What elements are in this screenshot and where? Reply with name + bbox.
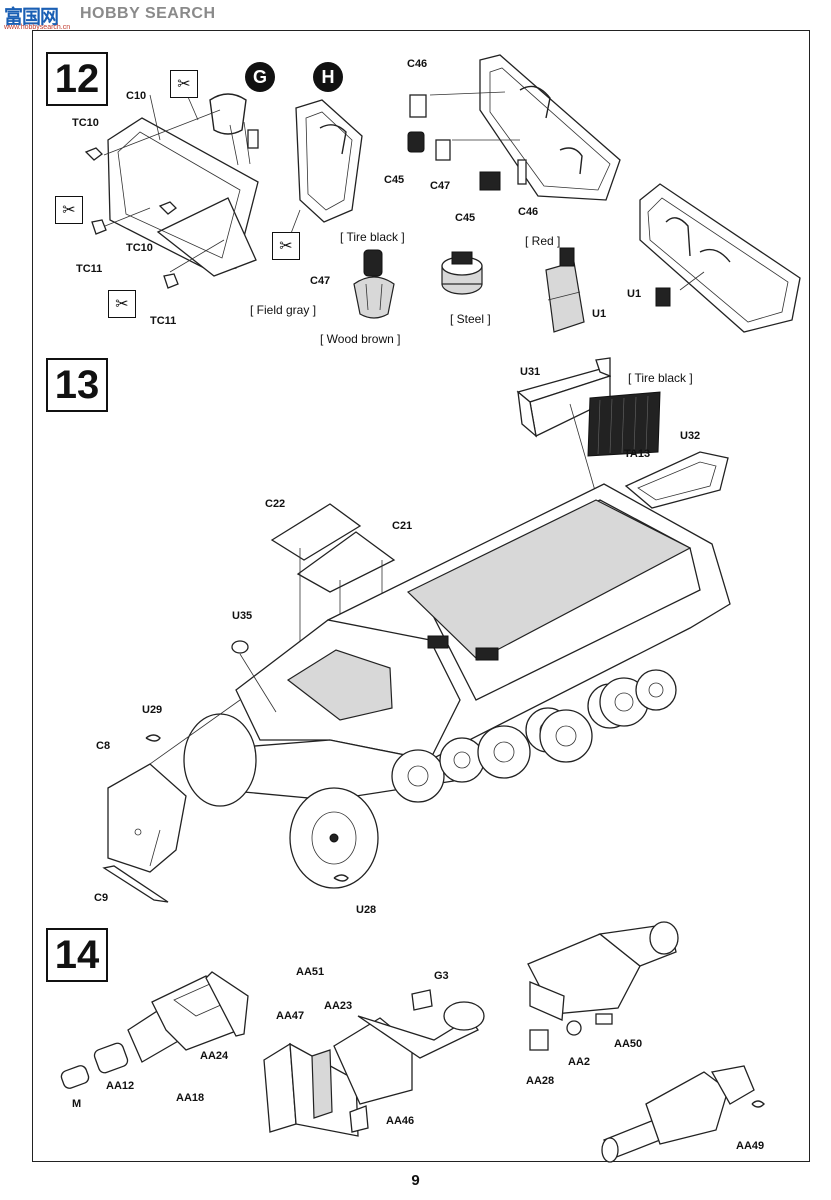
label-u29: U29	[142, 704, 163, 716]
label-c10: C10	[126, 90, 147, 102]
step12-canister-u1	[545, 247, 585, 333]
step13-front-wheel	[183, 713, 379, 889]
step-number-13: 13	[46, 358, 108, 412]
label-tc11: TC11	[76, 263, 103, 275]
step12-steel-part-c45	[441, 251, 483, 295]
paint-tire-black: [ Tire black ]	[628, 371, 693, 385]
scissors-crossed-icon: ✂	[170, 70, 198, 98]
step13-tire-strip-ta13	[569, 391, 661, 509]
label-aa24: AA24	[200, 1050, 229, 1062]
step12-seat-cushion-c47	[353, 249, 395, 319]
step13-small-parts	[145, 640, 349, 882]
step12-upper-right-panel	[407, 54, 621, 201]
step12-hinge-parts	[84, 147, 179, 289]
step12-far-right-panel	[639, 183, 801, 333]
label-aa49: AA49	[736, 1140, 765, 1152]
marker-g: G	[245, 62, 275, 92]
label-aa23: AA23	[324, 1000, 353, 1012]
label-u32: U32	[680, 430, 701, 442]
step13-ammo-bin-u31	[516, 357, 612, 438]
step13-hatch-c22-c21	[270, 503, 396, 700]
label-aa28: AA28	[526, 1075, 555, 1087]
label-tc10: TC10	[72, 117, 99, 129]
step13-halftrack-hull	[229, 483, 731, 801]
step13-front-armor-c8-c9	[102, 699, 241, 903]
logo-chinese: 富国网	[4, 6, 59, 28]
label-aa12: AA12	[106, 1080, 135, 1092]
label-c22: C22	[265, 498, 286, 510]
label-g3: G3	[434, 970, 449, 982]
label-c47: C47	[310, 275, 331, 287]
label-c21: C21	[392, 520, 413, 532]
paint-red: [ Red ]	[525, 234, 561, 248]
marker-h: H	[313, 62, 343, 92]
paint-wood-brown: [ Wood brown ]	[320, 332, 401, 346]
paint-steel: [ Steel ]	[450, 312, 491, 326]
label-u1: U1	[592, 308, 607, 320]
step-number-14: 14	[46, 928, 108, 982]
label-c47: C47	[430, 180, 451, 192]
label-aa51: AA51	[296, 966, 325, 978]
label-m: M	[72, 1098, 82, 1110]
instruction-frame	[32, 30, 810, 1162]
label-c45: C45	[455, 212, 476, 224]
step14-gun-assembly-center	[263, 989, 485, 1137]
step-number-12: 12	[46, 52, 108, 106]
label-u28: U28	[356, 904, 377, 916]
label-c45: C45	[384, 174, 405, 186]
label-ta13: TA13	[624, 448, 651, 460]
step12-rear-panel-right	[295, 99, 363, 223]
scissors-crossed-icon: ✂	[108, 290, 136, 318]
label-tc10: TC10	[126, 242, 153, 254]
step14-gun-assembly-right-top	[527, 921, 679, 1051]
logo-url: www.hobbysearch.cn	[4, 24, 71, 31]
label-c46: C46	[518, 206, 539, 218]
label-c46: C46	[407, 58, 428, 70]
label-aa2: AA2	[568, 1056, 591, 1068]
label-c8: C8	[96, 740, 111, 752]
label-u31: U31	[520, 366, 541, 378]
logo-english: HOBBY SEARCH	[80, 5, 216, 22]
step14-gun-assembly-right-bottom	[601, 1065, 765, 1163]
scissors-crossed-icon: ✂	[55, 196, 83, 224]
paint-tire-black: [ Tire black ]	[340, 230, 405, 244]
step13-road-wheels	[391, 669, 677, 803]
page-number: 9	[411, 1172, 420, 1189]
label-aa50: AA50	[614, 1038, 643, 1050]
step12-rear-panel-left	[107, 93, 259, 277]
step14-gun-assembly-left	[60, 971, 249, 1089]
label-c9: C9	[94, 892, 109, 904]
site-watermark: 富国网 HOBBY SEARCH www.hobbysearch.cn	[0, 0, 831, 31]
label-aa47: AA47	[276, 1010, 305, 1022]
label-u35: U35	[232, 610, 253, 622]
label-aa18: AA18	[176, 1092, 205, 1104]
label-u1: U1	[627, 288, 642, 300]
step13-bin-u32	[624, 451, 729, 509]
paint-field-gray: [ Field gray ]	[250, 303, 317, 317]
label-aa46: AA46	[386, 1115, 415, 1127]
scissors-crossed-icon: ✂	[272, 232, 300, 260]
label-tc11: TC11	[150, 315, 177, 327]
